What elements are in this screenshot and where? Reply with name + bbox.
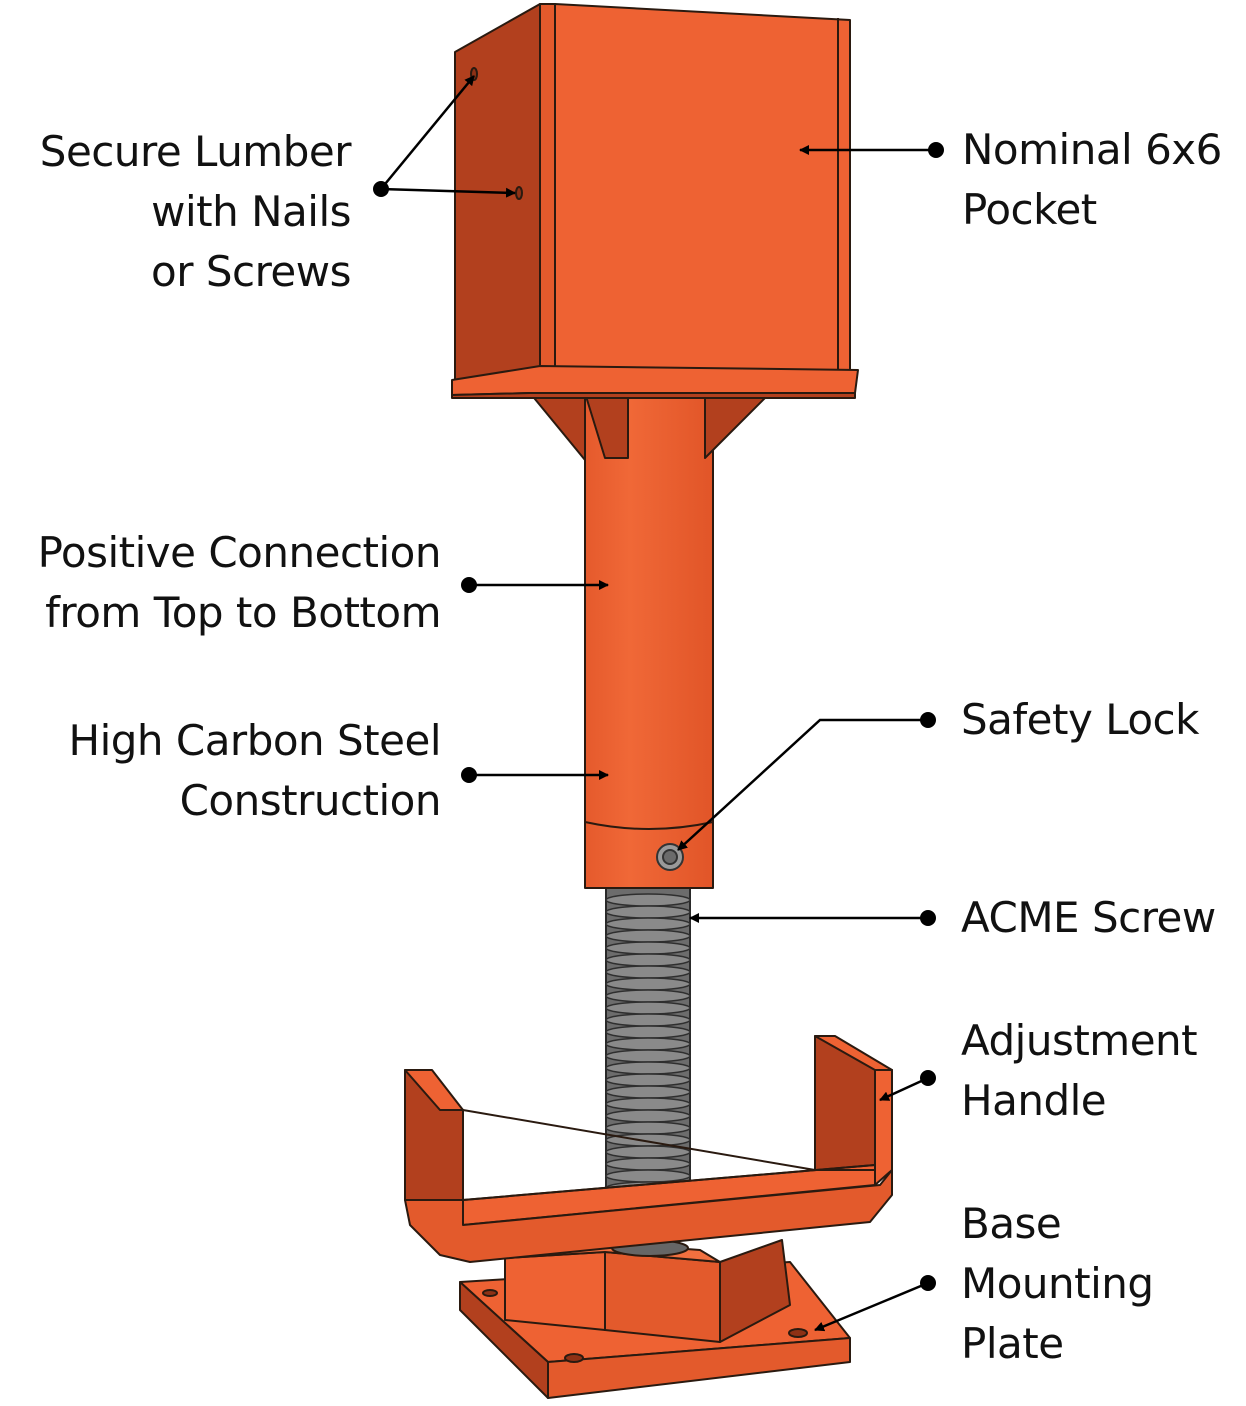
screw-thread (605, 1049, 691, 1063)
label-positive-connection: Positive Connection from Top to Bottom (37, 523, 442, 643)
label-line: Plate (961, 1319, 1064, 1368)
screw-thread (605, 989, 691, 1003)
label-line: Positive Connection (37, 528, 442, 577)
label-secure-lumber: Secure Lumber with Nails or Screws (39, 122, 352, 302)
label-line: from Top to Bottom (45, 588, 441, 637)
steel-tube (584, 391, 714, 889)
nominal-6x6-pocket (451, 3, 859, 399)
label-adjustment-handle: Adjustment Handle (961, 1011, 1198, 1131)
label-line: ACME Screw (961, 893, 1216, 942)
screw-thread (605, 1073, 691, 1087)
label-line: Adjustment (961, 1016, 1198, 1065)
screw-thread (605, 1025, 691, 1039)
leader-dots (373, 142, 944, 1291)
label-line: Pocket (962, 185, 1097, 234)
label-line: with Nails (151, 187, 351, 236)
screw-thread (605, 1061, 691, 1075)
screw-thread (605, 929, 691, 943)
screw-thread (605, 917, 691, 931)
acme-screw (605, 887, 691, 1215)
screw-thread (605, 965, 691, 979)
label-steel-construction: High Carbon Steel Construction (68, 711, 441, 831)
screw-thread (605, 1013, 691, 1027)
screw-thread (605, 893, 691, 907)
adjustment-handle (814, 1035, 893, 1171)
label-line: Secure Lumber (39, 127, 352, 176)
screw-thread (605, 1097, 691, 1111)
label-pocket: Nominal 6x6 Pocket (962, 120, 1222, 240)
gussets (529, 392, 771, 461)
label-line: Construction (179, 776, 442, 825)
label-line: Handle (961, 1076, 1107, 1125)
screw-thread (605, 1169, 691, 1183)
screw-thread (605, 1037, 691, 1051)
adjustment-handle-front (404, 1069, 893, 1263)
leader-lines (380, 75, 936, 1332)
label-line: Nominal 6x6 (962, 125, 1222, 174)
label-line: Mounting (961, 1259, 1154, 1308)
screw-thread (605, 953, 691, 967)
label-line: Base (961, 1199, 1062, 1248)
screw-thread (605, 941, 691, 955)
screw-thread (605, 1145, 691, 1159)
label-acme-screw: ACME Screw (961, 888, 1216, 948)
label-line: or Screws (151, 247, 351, 296)
label-line: Safety Lock (961, 695, 1199, 744)
screw-thread (605, 1001, 691, 1015)
screw-thread (605, 1121, 691, 1135)
label-line: High Carbon Steel (68, 716, 441, 765)
screw-thread (605, 1085, 691, 1099)
label-base-mounting-plate: Base Mounting Plate (961, 1194, 1154, 1374)
screw-thread (605, 977, 691, 991)
label-safety-lock: Safety Lock (961, 690, 1199, 750)
screw-thread (605, 905, 691, 919)
screw-thread (605, 1157, 691, 1171)
screw-thread (605, 1109, 691, 1123)
